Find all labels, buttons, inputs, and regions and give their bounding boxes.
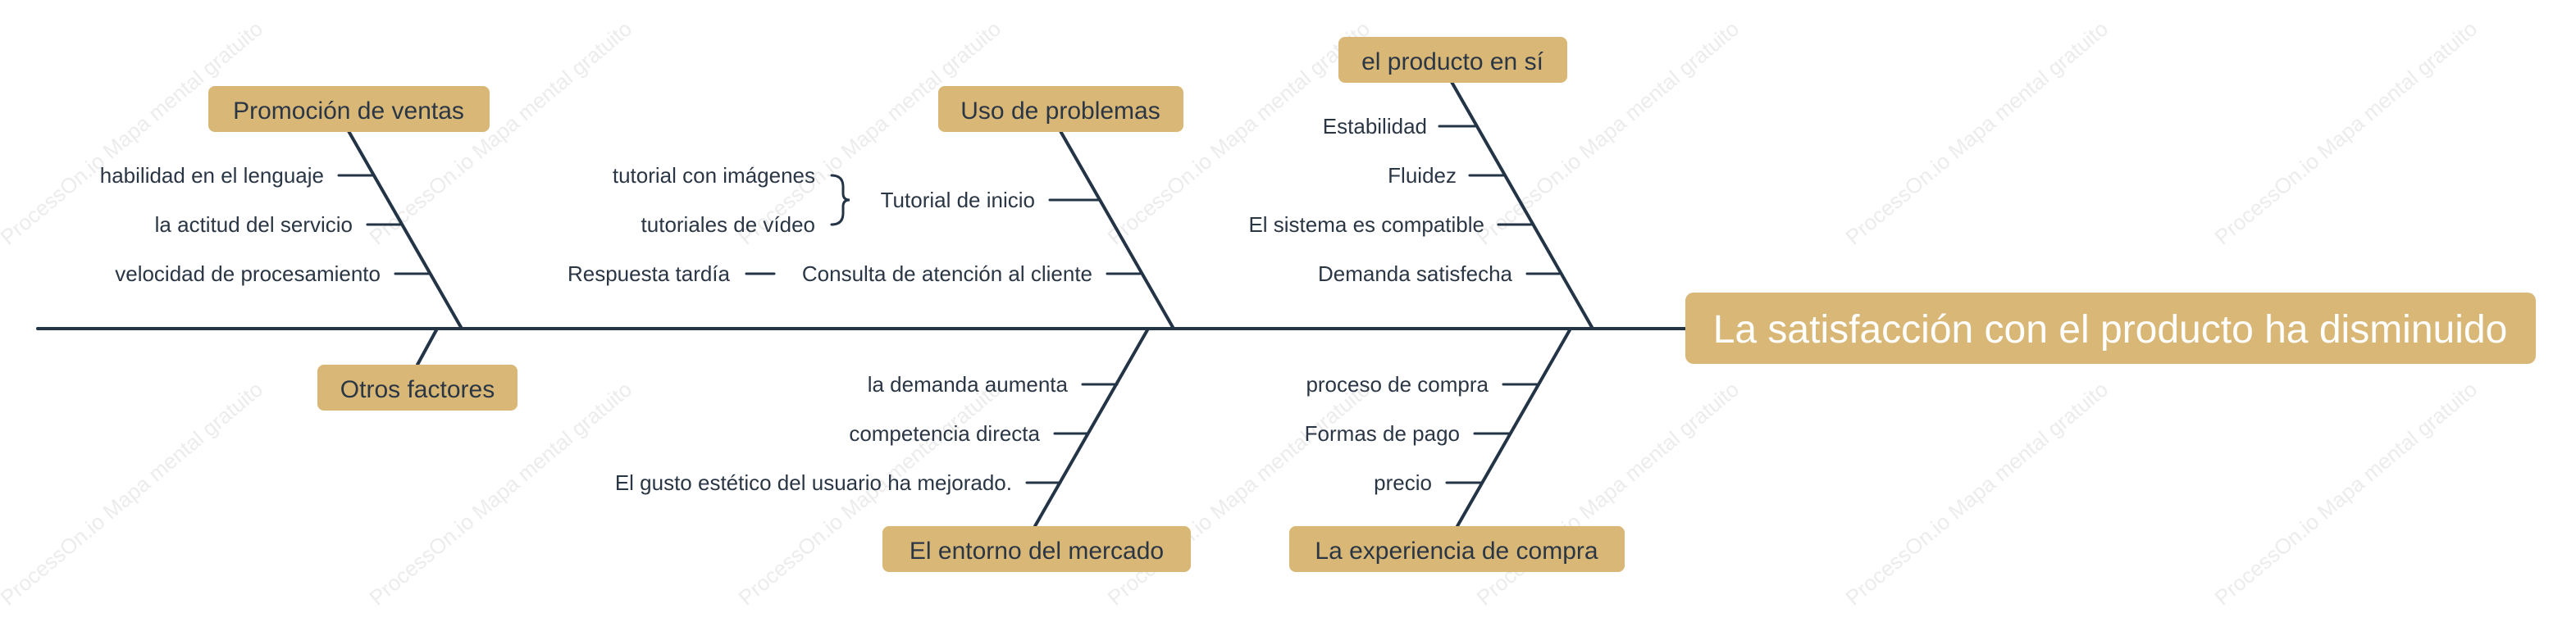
leaf-label: precio (1374, 470, 1432, 495)
category-box-producto[interactable] (1338, 37, 1567, 83)
branch-compra: La experiencia de compra proceso de comp… (1289, 327, 1625, 572)
leaf-label: El gusto estético del usuario ha mejorad… (615, 470, 1012, 495)
watermark: ProcessOn.io Mapa mental gratuito (1472, 377, 1744, 611)
bone-mercado (1033, 327, 1150, 528)
leaf-label: Fluidez (1388, 163, 1457, 188)
bone-producto (1450, 80, 1594, 330)
bone-uso (1059, 129, 1175, 330)
leaf-label: proceso de compra (1306, 372, 1489, 397)
subcause-label-tutorial: Tutorial de inicio (881, 188, 1035, 212)
leaf-label: la demanda aumenta (868, 372, 1069, 397)
leaf-label: Respuesta tardía (568, 261, 731, 286)
branch-mercado: El entorno del mercado la demanda aument… (615, 327, 1191, 572)
category-box-otros[interactable] (317, 365, 517, 411)
branch-producto: el producto en sí Estabilidad Fluidez El… (1248, 37, 1594, 330)
bone-promocion (347, 129, 463, 330)
bone-compra (1456, 327, 1572, 528)
leaf-label: Estabilidad (1323, 114, 1427, 138)
leaf-label: El sistema es compatible (1248, 212, 1484, 237)
branch-uso: Uso de problemas Tutorial de inicio tuto… (568, 86, 1183, 330)
fish-head[interactable]: La satisfacción con el producto ha dismi… (1685, 293, 2536, 364)
leaf-label: velocidad de procesamiento (115, 261, 381, 286)
branch-otros: Otros factores (317, 327, 517, 411)
branch-promocion: Promoción de ventas habilidad en el leng… (100, 86, 490, 330)
leaf-label: tutoriales de vídeo (641, 212, 815, 237)
head-box (1685, 293, 2536, 364)
category-label-uso: Uso de problemas (960, 98, 1160, 125)
category-box-mercado[interactable] (882, 526, 1191, 572)
leaf-label: la actitud del servicio (155, 212, 353, 237)
leaf-label: Demanda satisfecha (1318, 261, 1513, 286)
watermark: ProcessOn.io Mapa mental gratuito (1103, 377, 1375, 611)
watermark: ProcessOn.io Mapa mental gratuito (1841, 377, 2113, 611)
category-box-compra[interactable] (1289, 526, 1625, 572)
watermark: ProcessOn.io Mapa mental gratuito (0, 377, 267, 611)
category-label-otros: Otros factores (340, 376, 495, 403)
category-label-producto: el producto en sí (1361, 48, 1543, 75)
watermark: ProcessOn.io Mapa mental gratuito (2210, 16, 2482, 250)
subcause-label-consulta: Consulta de atención al cliente (802, 261, 1092, 286)
category-label-promocion: Promoción de ventas (233, 98, 464, 125)
leaf-label: habilidad en el lenguaje (100, 163, 324, 188)
bone-otros (416, 327, 439, 366)
bracket (830, 174, 850, 226)
watermark: ProcessOn.io Mapa mental gratuito (365, 16, 636, 250)
leaf-label: tutorial con imágenes (613, 163, 815, 188)
head-label: La satisfacción con el producto ha dismi… (1713, 308, 2508, 352)
category-box-promocion[interactable] (208, 86, 490, 132)
category-box-uso[interactable] (938, 86, 1183, 132)
leaf-label: competencia directa (849, 421, 1040, 446)
category-label-mercado: El entorno del mercado (910, 538, 1164, 565)
category-label-compra: La experiencia de compra (1315, 538, 1598, 565)
leaf-label: Formas de pago (1305, 421, 1460, 446)
watermark: ProcessOn.io Mapa mental gratuito (2210, 377, 2482, 611)
watermark: ProcessOn.io Mapa mental gratuito (365, 377, 636, 611)
watermark: ProcessOn.io Mapa mental gratuito (1841, 16, 2113, 250)
